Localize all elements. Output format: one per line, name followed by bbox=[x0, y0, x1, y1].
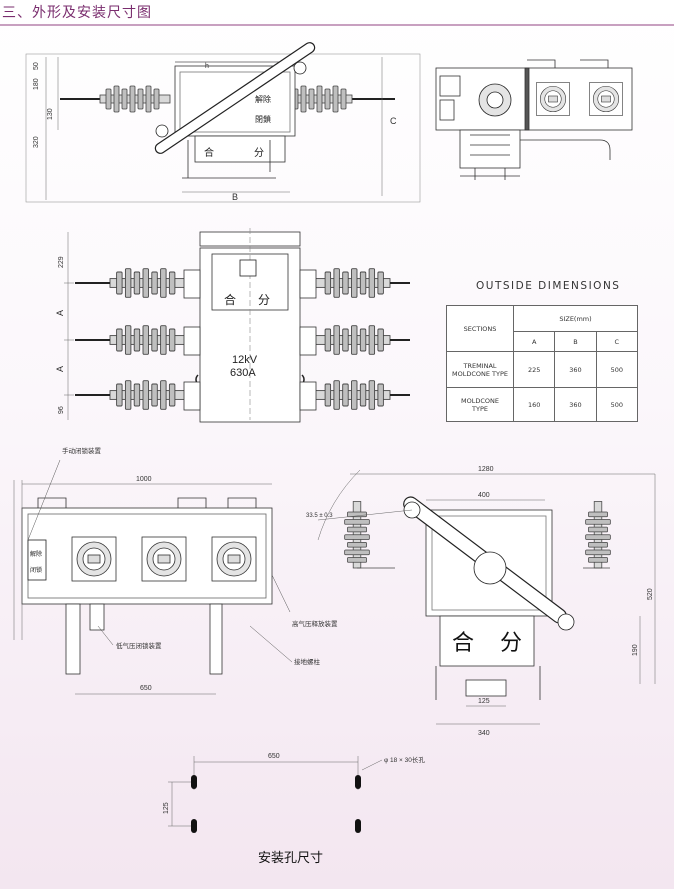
cell-b: 360 bbox=[554, 387, 597, 422]
dim-520: 520 bbox=[647, 588, 654, 600]
col-a: A bbox=[512, 331, 556, 352]
dim-a2: A bbox=[55, 366, 65, 372]
dim-c: C bbox=[390, 116, 397, 126]
dim-650-back: 650 bbox=[140, 685, 152, 692]
row-name: TREMINAL MOLDCONE TYPE bbox=[446, 351, 514, 388]
dim-a1: A bbox=[55, 310, 65, 316]
header-rule bbox=[0, 24, 674, 26]
dim-400: 400 bbox=[478, 492, 490, 499]
header-sections: SECTIONS bbox=[446, 305, 514, 352]
frame-c bbox=[25, 53, 421, 203]
side-close-label: 合 bbox=[452, 630, 474, 655]
mounting-holes-drawing bbox=[168, 756, 383, 833]
dim-125-mount: 125 bbox=[163, 802, 170, 814]
dim-180: 180 bbox=[33, 78, 40, 90]
side-view-drawing bbox=[317, 469, 656, 725]
top-open-label: 分 bbox=[254, 147, 264, 159]
mount-hole-br bbox=[355, 819, 361, 833]
handle-lock-label: 閉鎖 bbox=[255, 114, 271, 124]
cell-c: 500 bbox=[595, 351, 639, 388]
cell-c: 500 bbox=[595, 387, 639, 422]
dim-130: 130 bbox=[47, 108, 54, 120]
dim-slot: φ 18 × 30长孔 bbox=[384, 755, 425, 764]
top-close-label: 合 bbox=[204, 146, 214, 159]
row-name: MOLDCONE TYPE bbox=[446, 387, 514, 422]
cell-a: 225 bbox=[512, 351, 556, 388]
row-name-line2: TYPE bbox=[472, 404, 488, 413]
mount-hole-tr bbox=[355, 775, 361, 789]
mounting-caption: 安装孔尺寸 bbox=[258, 851, 324, 866]
front-view-drawing bbox=[64, 228, 410, 423]
page-header: 三、外形及安装尺寸图 bbox=[0, 0, 674, 26]
dim-b: B bbox=[232, 192, 238, 202]
dim-340: 340 bbox=[478, 730, 490, 737]
cell-b: 360 bbox=[554, 351, 597, 388]
outside-dimensions-title: OUTSIDE DIMENSIONS bbox=[476, 280, 621, 292]
dim-125-side: 125 bbox=[478, 698, 490, 705]
dim-50: 50 bbox=[33, 62, 40, 70]
col-b: B bbox=[554, 331, 597, 352]
dim-1000: 1000 bbox=[136, 476, 152, 483]
label-low-pressure: 低气压闭锁装置 bbox=[116, 641, 162, 650]
label-ground: 接地螺柱 bbox=[294, 657, 321, 666]
rating-current: 630A bbox=[230, 367, 256, 379]
dim-229: 229 bbox=[58, 256, 65, 268]
dim-190: 190 bbox=[632, 644, 639, 656]
row-name-line1: TREMINAL bbox=[463, 361, 497, 370]
cell-a: 160 bbox=[512, 387, 556, 422]
dim-angle: 33.5 ± 0.3 bbox=[306, 513, 333, 519]
label-high-pressure: 高气压释放装置 bbox=[292, 619, 338, 628]
dim-1280: 1280 bbox=[478, 466, 494, 473]
dim-320: 320 bbox=[33, 136, 40, 148]
dim-650-mount: 650 bbox=[268, 753, 280, 760]
side-open-label: 分 bbox=[500, 630, 522, 655]
table-row: MOLDCONE TYPE 160 360 500 bbox=[446, 387, 639, 422]
front-open-label: 分 bbox=[258, 293, 270, 307]
table-row: TREMINAL MOLDCONE TYPE 225 360 500 bbox=[446, 351, 639, 388]
front-close-label: 合 bbox=[224, 292, 236, 307]
end-view-drawing bbox=[435, 59, 633, 180]
rating-voltage: 12kV bbox=[232, 354, 258, 366]
back-view-drawing bbox=[13, 459, 293, 695]
top-view-drawing bbox=[25, 42, 421, 203]
mount-hole-bl bbox=[191, 819, 197, 833]
mount-hole-tl bbox=[191, 775, 197, 789]
label-manual-lock: 手动闭锁装置 bbox=[62, 446, 102, 455]
back-unlock-label: 解除 bbox=[30, 550, 42, 558]
outside-dimensions-table: SECTIONS SIZE(mm) A B C TREMINAL MOLDCON… bbox=[446, 305, 639, 422]
section-title: 三、外形及安装尺寸图 bbox=[2, 5, 152, 21]
row-name-line1: MOLDCONE bbox=[461, 396, 499, 405]
handle-unlock-label: 解除 bbox=[255, 94, 271, 104]
dim-h: h bbox=[205, 63, 209, 70]
row-name-line2: MOLDCONE TYPE bbox=[451, 369, 508, 378]
back-lock-label: 闭锁 bbox=[30, 566, 42, 574]
col-c: C bbox=[595, 331, 639, 352]
dim-96: 96 bbox=[58, 406, 65, 414]
header-size: SIZE(mm) bbox=[513, 305, 638, 332]
